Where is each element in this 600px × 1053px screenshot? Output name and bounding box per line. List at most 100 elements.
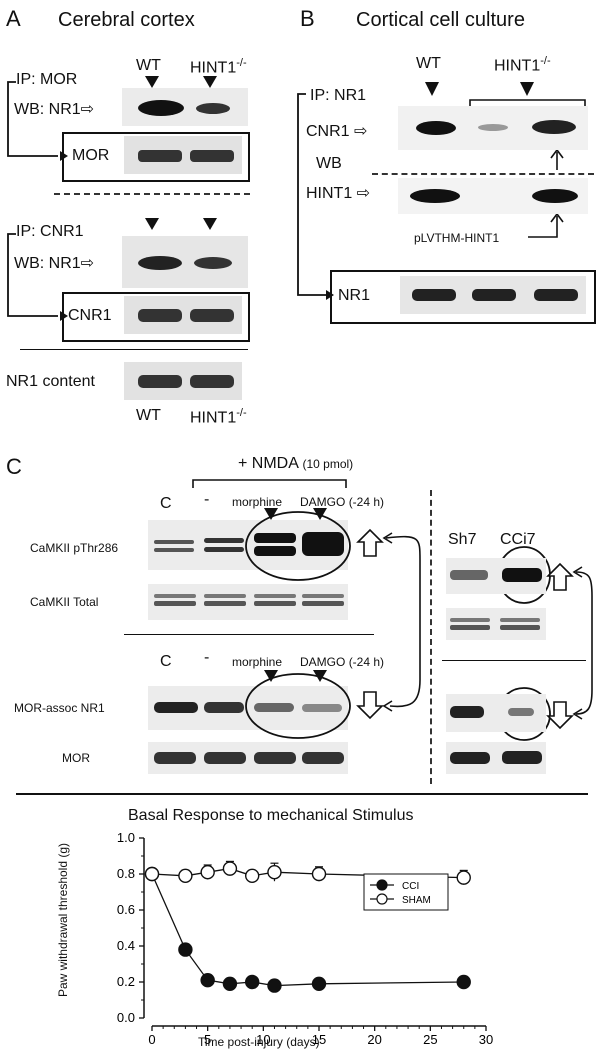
- panel-b-letter: B: [300, 6, 315, 31]
- panel-c-right-separator: [442, 660, 586, 661]
- blot-b-hint1: [398, 178, 588, 214]
- panel-c-camkii-total: CaMKII Total: [30, 595, 99, 609]
- panel-a-ip-mor: IP: MOR: [16, 71, 78, 88]
- panel-c-vertical-divider: [430, 490, 432, 784]
- x-tick-label: 10: [256, 1032, 270, 1047]
- y-tick-label: 0.6: [117, 902, 135, 917]
- data-point-sham: [222, 861, 238, 876]
- panel-c-mor-nr1: MOR-assoc NR1: [14, 701, 105, 715]
- panel-a-wb-nr1: WB: NR1⇨: [14, 101, 95, 118]
- data-point-cci: [456, 974, 471, 990]
- data-point-sham: [311, 866, 327, 882]
- data-point-cci: [267, 978, 282, 993]
- y-tick-label: 0.2: [117, 974, 135, 989]
- x-tick-label: 25: [423, 1032, 437, 1047]
- panel-a-bottom-hint1: HINT1-/-: [190, 407, 247, 427]
- blot-c-right-nr1: [446, 694, 546, 732]
- panel-b-cnr1: CNR1 ⇨: [306, 123, 368, 140]
- y-tick-label: 0.0: [117, 1010, 135, 1025]
- blot-c-mor-nr1: [148, 686, 348, 730]
- data-point-sham: [178, 868, 193, 883]
- panel-a-cnr1-label: CNR1: [68, 307, 112, 324]
- panel-c-lane-damgo: DAMGO (-24 h): [300, 495, 385, 509]
- blot-c-right-mor: [446, 742, 546, 774]
- blot-a-nr1-content: [124, 362, 242, 400]
- blot-a-nr1-mor: [122, 88, 248, 126]
- data-point-sham: [144, 866, 160, 882]
- data-point-sham: [200, 865, 215, 880]
- panel-b-divider: [372, 173, 594, 175]
- panel-a-divider: [54, 193, 250, 195]
- y-tick-label: 0.4: [117, 938, 135, 953]
- panel-c-mor: MOR: [62, 751, 90, 765]
- legend-box: [363, 873, 449, 911]
- x-tick-label: 30: [479, 1032, 493, 1047]
- panel-b-ip-nr1: IP: NR1: [310, 87, 367, 104]
- blot-c-right-total: [446, 608, 546, 640]
- data-point-sham: [244, 868, 260, 883]
- panel-b-col-wt: WT: [416, 55, 441, 72]
- panel-c-lane-dash2: -: [204, 649, 210, 666]
- x-tick-label: 15: [312, 1032, 326, 1047]
- y-tick-label: 0.8: [117, 866, 135, 881]
- panel-b-title: Cortical cell culture: [356, 9, 525, 31]
- panel-a-ip-cnr1: IP: CNR1: [16, 223, 84, 240]
- data-point-cci: [311, 976, 327, 991]
- data-point-cci: [222, 976, 238, 991]
- legend-label: SHAM: [402, 895, 431, 906]
- blot-c-right-p: [446, 558, 546, 594]
- panel-c-separator: [124, 634, 374, 635]
- blot-b-nr1: [400, 276, 586, 314]
- panel-c-lane-damgo2: DAMGO (-24 h): [300, 655, 385, 669]
- data-point-cci: [178, 942, 193, 957]
- panel-c-nmda: + NMDA (10 pmol): [238, 455, 354, 472]
- data-point-cci: [200, 973, 215, 988]
- panel-c-lane-morphine2: morphine: [232, 655, 283, 669]
- panel-a-mor-label: MOR: [72, 147, 110, 164]
- panel-a-nr1-content: NR1 content: [6, 373, 95, 390]
- chart-title: Basal Response to mechanical Stimulus: [128, 807, 414, 824]
- panel-b-plasmid: pLVTHM-HINT1: [414, 231, 500, 245]
- panel-a-title: Cerebral cortex: [58, 9, 195, 31]
- panel-a-bottom-wt: WT: [136, 407, 161, 424]
- panel-c-lane-c: C: [160, 495, 172, 512]
- x-tick-label: 5: [204, 1032, 211, 1047]
- data-point-sham: [267, 865, 282, 880]
- panel-c-camkii-p: CaMKII pThr286: [30, 541, 119, 555]
- panel-b-nr1-box: [330, 270, 596, 324]
- data-point-cci: [244, 974, 260, 990]
- legend-marker: [376, 893, 388, 905]
- panel-b-hint1: HINT1 ⇨: [306, 185, 371, 202]
- blot-c-camkii-total: [148, 584, 348, 620]
- panel-a-letter: A: [6, 6, 21, 31]
- x-tick-label: 20: [367, 1032, 381, 1047]
- legend-label: CCI: [402, 881, 419, 892]
- panel-c-lane-c2: C: [160, 653, 172, 670]
- panel-a-col-wt: WT: [136, 57, 161, 74]
- panel-c-lane-morphine: morphine: [232, 495, 283, 509]
- panel-a-wb-nr1-b: WB: NR1⇨: [14, 255, 95, 272]
- blot-a-mor: [124, 136, 242, 174]
- x-tick-label: 0: [148, 1032, 155, 1047]
- panel-c-chart-separator: [16, 793, 588, 795]
- blot-c-camkii-p: [148, 520, 348, 570]
- chart-xlabel: Time post-injury (days): [198, 1035, 320, 1049]
- panel-c-letter: C: [6, 454, 22, 479]
- panel-c-sh7: Sh7: [448, 531, 477, 548]
- panel-b-wb: WB: [316, 155, 342, 172]
- panel-a-separator: [20, 349, 248, 350]
- data-point-sham: [456, 870, 471, 885]
- y-tick-label: 1.0: [117, 830, 135, 845]
- panel-b-nr1-label: NR1: [338, 287, 371, 304]
- panel-c-lane-dash: -: [204, 491, 210, 508]
- legend-marker: [376, 879, 388, 891]
- panel-a-col-hint1: HINT1-/-: [190, 57, 247, 77]
- blot-a-nr1-cnr1: [122, 236, 248, 288]
- blot-a-cnr1: [124, 296, 242, 334]
